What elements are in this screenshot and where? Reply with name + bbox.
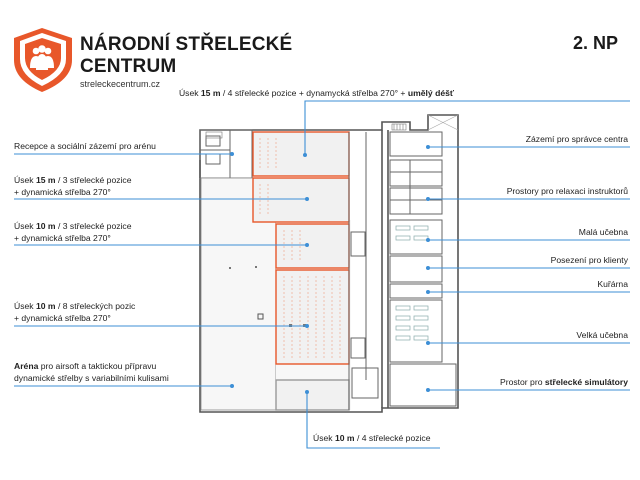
label-range-15m-3: Úsek 15 m / 3 střelecké pozice + dynamic… <box>14 175 132 197</box>
label-simulators: Prostor pro střelecké simulátory <box>499 377 628 387</box>
roof-feature <box>427 114 459 131</box>
callout-dots <box>230 145 430 394</box>
floor-label: 2. NP <box>572 33 618 53</box>
right-block-rooms <box>389 131 457 407</box>
label-relax: Prostory pro relaxaci instruktorů <box>506 186 628 196</box>
label-range-10m-3: Úsek 10 m / 3 střelecké pozice + dynamic… <box>14 221 132 243</box>
corridor-walls <box>348 132 379 410</box>
label-range-10m-8: Úsek 10 m / 8 střeleckých pozic + dynami… <box>14 301 136 323</box>
label-bottom-range: Úsek 10 m / 4 střelecké pozice <box>313 433 431 443</box>
label-kitchen: Kuřárna <box>597 279 628 289</box>
label-reception: Recepce a sociální zázemí pro arénu <box>14 141 156 151</box>
stairs-icon <box>205 123 407 139</box>
range-bottom-10m <box>275 379 350 411</box>
range-15m-3 <box>252 177 350 223</box>
label-top-range: Úsek 15 m / 4 střelecké pozice + dynamyc… <box>178 88 454 98</box>
classroom-desks <box>395 225 429 341</box>
range-top-15m <box>252 131 350 177</box>
callout-lines <box>14 100 630 449</box>
brand-title-line1: NÁRODNÍ STŘELECKÉ <box>80 34 293 55</box>
label-big-class: Velká učebna <box>576 330 628 340</box>
range-10m-3 <box>275 223 350 269</box>
website-link[interactable]: streleckecentrum.cz <box>80 79 161 89</box>
label-small-class: Malá učebna <box>578 227 628 237</box>
range-10m-8 <box>275 269 350 365</box>
label-arena: Aréna pro airsoft a taktickou přípravu d… <box>14 361 169 383</box>
brand-title: NÁRODNÍ STŘELECKÉ CENTRUM <box>80 34 292 78</box>
logo-icon <box>14 28 72 92</box>
label-staff: Zázemí pro správce centra <box>525 134 628 144</box>
label-lounge: Posezení pro klienty <box>550 255 628 265</box>
lane-lines <box>259 138 341 358</box>
brand-title-line2: CENTRUM <box>80 56 177 77</box>
